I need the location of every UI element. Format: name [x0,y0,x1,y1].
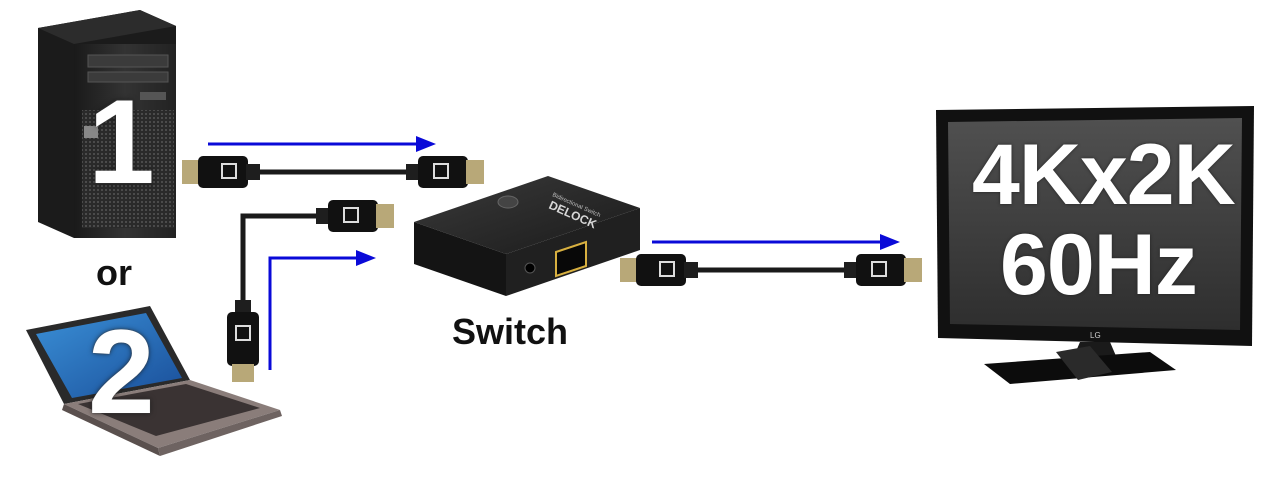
displayport-connector-icon [316,200,394,232]
displayport-connector-icon [844,254,922,286]
source-number-1: 1 [88,75,155,209]
displayport-cable [182,156,484,188]
displayport-connector-icon [620,254,698,286]
switch-label: Switch [452,311,569,352]
arrow-right-icon [208,136,436,152]
tv-resolution-text: 4Kx2K [972,127,1236,223]
tv-monitor-icon: LG [936,106,1254,384]
displayport-connector-icon [227,300,259,382]
displayport-connector-icon [182,156,260,188]
displayport-connector-icon [406,156,484,188]
source-number-2: 2 [88,305,155,439]
tv-refresh-text: 60Hz [1000,217,1198,313]
displayport-switch-icon: DELOCK Bidirectional Switch [414,176,640,296]
arrow-right-icon [652,234,900,250]
tv-brand-logo: LG [1090,331,1101,340]
laptop-icon [26,306,282,456]
displayport-cable [227,200,394,382]
desktop-pc-icon [38,10,176,238]
or-label: or [96,252,132,293]
arrow-right-icon [268,250,376,370]
displayport-cable [620,254,922,286]
